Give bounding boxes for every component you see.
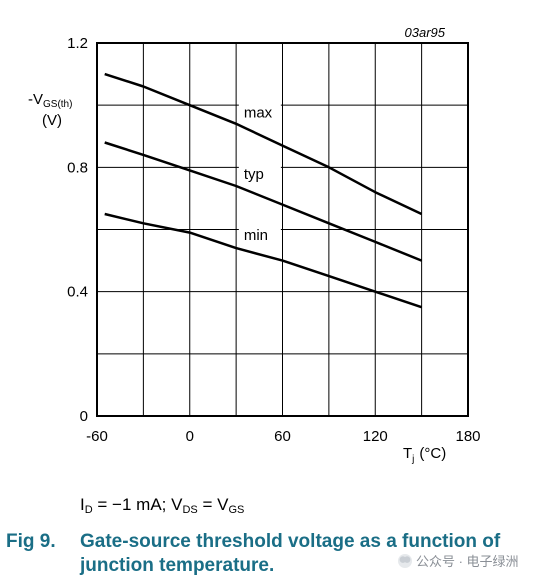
chart-grid [97, 43, 468, 416]
figure-caption-text: Gate-source threshold voltage as a funct… [80, 531, 501, 576]
y-axis-label: -VGS(th) [28, 91, 72, 110]
x-tick-label: 180 [455, 428, 480, 445]
figure-id: 03ar95 [405, 25, 446, 40]
series-line-min [104, 212, 422, 309]
x-tick-label: 120 [363, 428, 388, 445]
condition-id-value: = −1 mA; V [92, 495, 183, 514]
x-tick-label: 60 [274, 428, 291, 445]
wechat-icon [398, 554, 412, 568]
watermark-text: 公众号 · 电子绿洲 [416, 554, 519, 569]
watermark: 公众号 · 电子绿洲 [398, 551, 519, 570]
y-tick-label: 0 [80, 408, 88, 425]
condition-vds-sub: DS [182, 504, 198, 516]
y-tick-label: 0.4 [67, 284, 88, 301]
y-axis-label-sub: GS(th) [43, 99, 72, 110]
x-tick-label: 0 [186, 428, 194, 445]
y-tick-labels: 0 0.4 0.8 1.2 [67, 35, 88, 425]
series-label-max: max [244, 104, 273, 121]
y-axis-label-main: -V [28, 91, 43, 108]
y-tick-label: 1.2 [67, 35, 88, 52]
series-label-background [238, 226, 281, 246]
test-conditions: ID = −1 mA; VDS = VGS [80, 494, 244, 516]
chart-series [104, 72, 423, 309]
y-tick-label: 0.8 [67, 159, 88, 176]
series-label-typ: typ [244, 166, 264, 183]
x-axis-label: Tj (°C) [403, 445, 446, 465]
x-tick-label: -60 [86, 428, 108, 445]
figure-number: Fig 9. [6, 531, 56, 552]
condition-equals: = V [197, 495, 229, 514]
series-label-background [238, 165, 281, 185]
chart-series-labels: max typ min [238, 103, 281, 246]
y-axis-unit: (V) [42, 112, 62, 129]
x-axis-label-unit: (°C) [419, 445, 446, 462]
x-axis-label-main: T [403, 445, 412, 462]
threshold-voltage-chart: max typ min -60 0 60 120 180 0 0.4 0.8 1.2 03ar95… [28, 25, 481, 465]
series-label-min: min [244, 227, 268, 244]
series-line-max [104, 72, 423, 216]
condition-id-symbol: I [80, 495, 85, 514]
series-label-background [238, 103, 281, 123]
condition-id-sub: D [84, 504, 93, 516]
condition-vgs-sub: GS [228, 504, 245, 516]
series-line-typ [104, 141, 423, 262]
x-axis-label-sub: j [411, 454, 414, 465]
plot-frame [96, 42, 469, 417]
x-tick-labels: -60 0 60 120 180 [86, 428, 480, 445]
